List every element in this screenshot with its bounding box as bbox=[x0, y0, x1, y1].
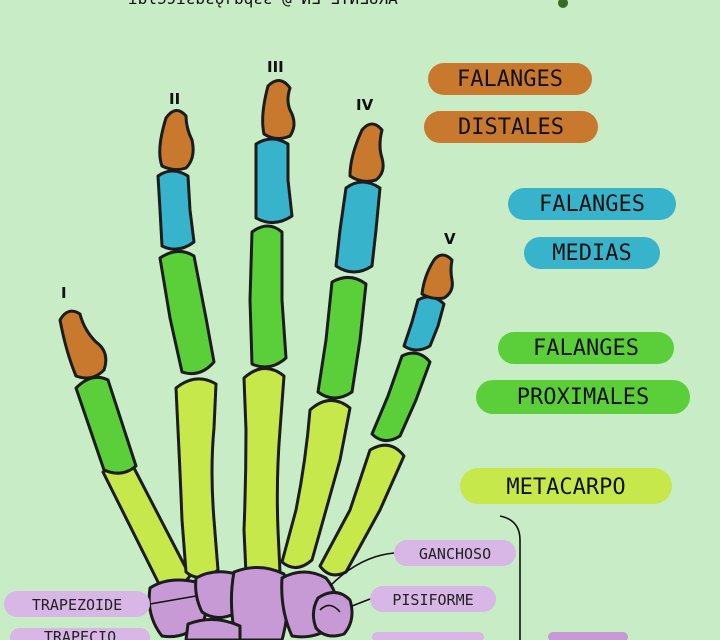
thumb-proximal-phalanx bbox=[74, 375, 138, 475]
label-trapezoide: TRAPEZOIDE bbox=[4, 591, 197, 617]
finger-index bbox=[156, 109, 220, 579]
falanges-proximales-line2: PROXIMALES bbox=[517, 385, 649, 410]
pill-ganchoso bbox=[394, 540, 516, 566]
numeral-ii: II bbox=[169, 90, 180, 108]
falanges-distales-line2: DISTALES bbox=[458, 115, 564, 140]
label-ganchoso: GANCHOSO bbox=[329, 540, 516, 587]
label-falanges-medias: FALANGES MEDIAS bbox=[508, 188, 676, 269]
middle-metacarpal bbox=[242, 367, 286, 581]
index-metacarpal bbox=[174, 377, 220, 579]
middle-distal-phalanx bbox=[261, 79, 296, 141]
carpal-pisiforme bbox=[311, 591, 354, 638]
numeral-iv: IV bbox=[356, 96, 374, 114]
numeral-i: I bbox=[61, 284, 67, 302]
thumb-metacarpal bbox=[101, 463, 192, 590]
metacarpo-text: METACARPO bbox=[506, 475, 625, 500]
trapezoide-text: TRAPEZOIDE bbox=[32, 596, 122, 614]
pisiforme-leader-line bbox=[351, 598, 371, 607]
pill-trapezoide bbox=[4, 591, 150, 617]
pill-trapecio bbox=[10, 628, 150, 640]
label-falanges-distales: FALANGES DISTALES bbox=[424, 63, 598, 143]
pill-proximales-bottom bbox=[476, 380, 690, 414]
label-falanges-proximales: FALANGES PROXIMALES bbox=[476, 332, 690, 414]
finger-thumb bbox=[58, 309, 192, 590]
trapezoide-leader-line bbox=[149, 595, 197, 605]
falanges-medias-line1: FALANGES bbox=[539, 192, 645, 217]
index-proximal-phalanx bbox=[158, 250, 216, 376]
little-medial-phalanx bbox=[402, 295, 446, 352]
label-trapecio: TRAPECIO bbox=[10, 628, 150, 640]
falanges-distales-line1: FALANGES bbox=[457, 67, 563, 92]
pill-medias-top bbox=[508, 188, 676, 220]
carpal-lower-left bbox=[184, 618, 242, 640]
label-metacarpo: METACARPO bbox=[460, 468, 672, 504]
pill-cropped-bottom bbox=[372, 632, 484, 640]
pill-metacarpo bbox=[460, 468, 672, 504]
thumb-distal-phalanx bbox=[58, 309, 108, 380]
falanges-medias-line2: MEDIAS bbox=[552, 241, 631, 266]
falanges-proximales-line1: FALANGES bbox=[533, 336, 639, 361]
ring-metacarpal bbox=[280, 399, 352, 569]
pisiforme-text: PISIFORME bbox=[392, 591, 473, 609]
trapecio-text: TRAPECIO bbox=[44, 628, 116, 640]
pill-medias-bottom bbox=[524, 237, 660, 269]
ring-proximal-phalanx bbox=[316, 276, 368, 400]
label-pisiforme: PISIFORME bbox=[351, 586, 496, 612]
header-text: ɿɒlɘɔɿƨɒƨǫrɒqƨƨ @ ИƎ ƎTИƎUЯA bbox=[128, 0, 398, 8]
little-distal-phalanx bbox=[420, 253, 454, 300]
pill-distales-bottom bbox=[424, 111, 598, 143]
middle-proximal-phalanx bbox=[248, 224, 288, 369]
little-proximal-phalanx bbox=[370, 351, 432, 442]
numeral-v: V bbox=[444, 230, 456, 248]
numeral-iii: III bbox=[267, 58, 284, 76]
ganchoso-leader-line bbox=[329, 552, 395, 587]
ring-medial-phalanx bbox=[334, 180, 382, 274]
carpus-pill-cropped bbox=[548, 632, 628, 640]
header-dot-icon bbox=[558, 0, 568, 8]
index-medial-phalanx bbox=[156, 169, 196, 251]
carpus-bracket bbox=[499, 515, 521, 640]
pill-pisiforme bbox=[370, 586, 496, 612]
middle-medial-phalanx bbox=[254, 137, 294, 224]
finger-middle bbox=[242, 79, 296, 581]
pill-distales-top bbox=[428, 63, 592, 95]
finger-ring bbox=[280, 122, 385, 569]
pisiforme-detail bbox=[319, 604, 341, 613]
index-distal-phalanx bbox=[158, 109, 195, 172]
carpal-bones bbox=[147, 566, 354, 640]
ring-distal-phalanx bbox=[348, 122, 385, 183]
pill-proximales-top bbox=[498, 332, 674, 364]
ganchoso-text: GANCHOSO bbox=[419, 545, 491, 563]
